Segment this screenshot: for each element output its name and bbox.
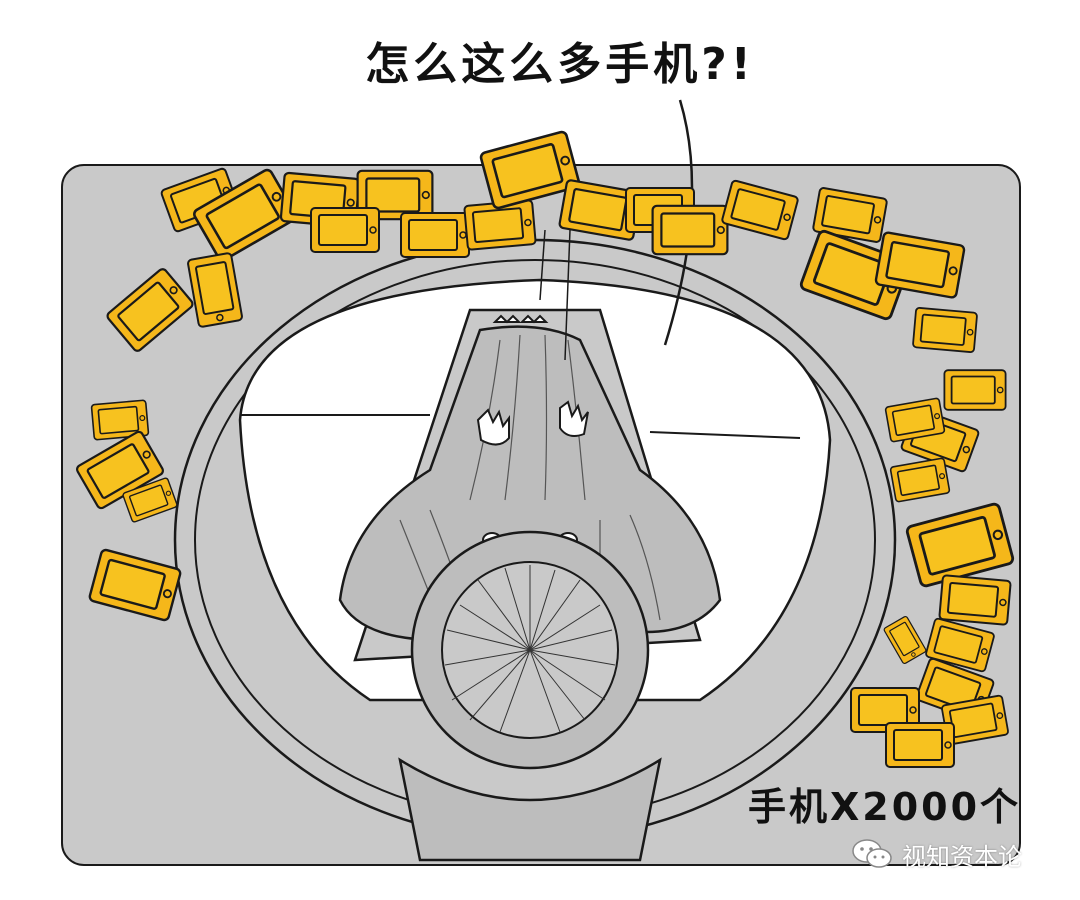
watermark: 视知资本论 bbox=[850, 834, 1070, 874]
hands bbox=[476, 400, 589, 446]
platform-line-right bbox=[649, 431, 801, 439]
person-body bbox=[338, 325, 722, 642]
speech-bubble-text: 怎么这么多手机?! bbox=[365, 39, 755, 90]
phone-count-caption: 手机X2000个 bbox=[748, 785, 1022, 829]
wechat-icon bbox=[852, 839, 892, 868]
watermark-text: 视知资本论 bbox=[902, 842, 1022, 871]
feet bbox=[492, 314, 549, 324]
hair-lines bbox=[444, 565, 616, 733]
collar bbox=[398, 757, 662, 862]
phone-strings bbox=[539, 229, 571, 361]
